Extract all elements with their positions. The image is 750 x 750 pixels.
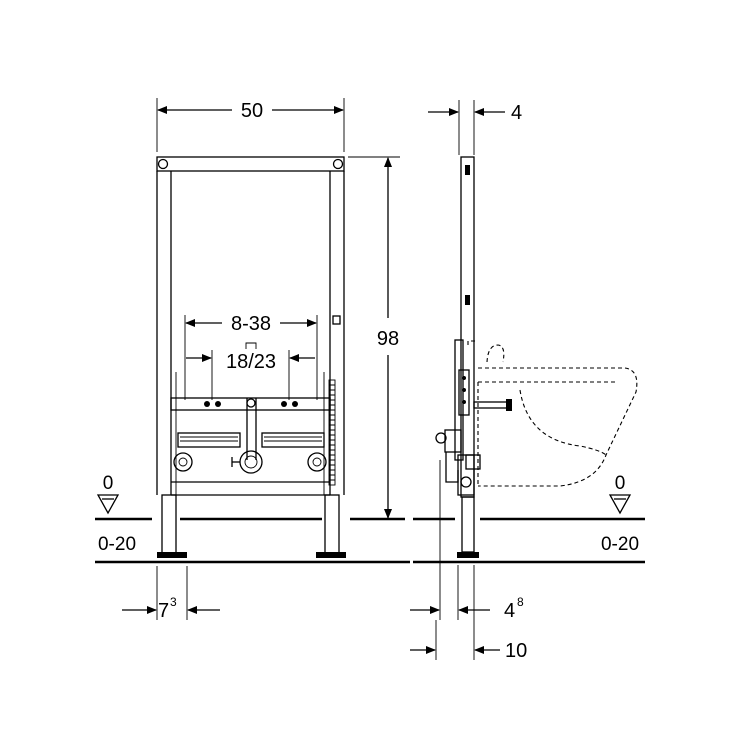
- side-view: 4: [410, 100, 645, 662]
- side-frame: [435, 156, 512, 558]
- connection-spacing-label: 8-38: [231, 313, 271, 335]
- total-depth-dimension: 10: [410, 565, 527, 662]
- supply-spacing-dimension: 18/23: [186, 342, 315, 400]
- width-label: 50: [241, 100, 263, 122]
- floor-range-label: 0-20: [98, 534, 136, 555]
- frame-depth-dimension: 4: [428, 100, 522, 155]
- front-view: 50: [95, 98, 410, 622]
- height-dimension: 98: [348, 156, 402, 520]
- floor-lines-side: [413, 517, 645, 564]
- foot-width-dimension: 7 3: [122, 566, 220, 622]
- floor-lines-front: [95, 517, 410, 564]
- floor-level-label-side: 0: [615, 473, 626, 494]
- supply-spacing-label: 18/23: [226, 351, 276, 373]
- foot-width-superscript: 3: [170, 595, 177, 609]
- connection-spacing-dimension: 8-38: [184, 313, 318, 400]
- floor-level-marker-front: 0 0-20: [96, 473, 136, 555]
- total-depth-label: 10: [505, 640, 527, 662]
- floor-level-label: 0: [103, 473, 114, 494]
- offset-superscript: 8: [517, 595, 524, 609]
- bidet-outline: [467, 340, 638, 487]
- height-label: 98: [377, 328, 399, 350]
- offset-label: 4: [504, 600, 515, 622]
- width-dimension: 50: [156, 98, 345, 152]
- offset-dimension: 4 8: [410, 460, 524, 622]
- frame: [156, 156, 346, 558]
- foot-width-label: 7: [158, 600, 169, 622]
- floor-level-marker-side: 0 0-20: [601, 473, 639, 555]
- floor-range-label-side: 0-20: [601, 534, 639, 555]
- frame-depth-label: 4: [511, 102, 522, 124]
